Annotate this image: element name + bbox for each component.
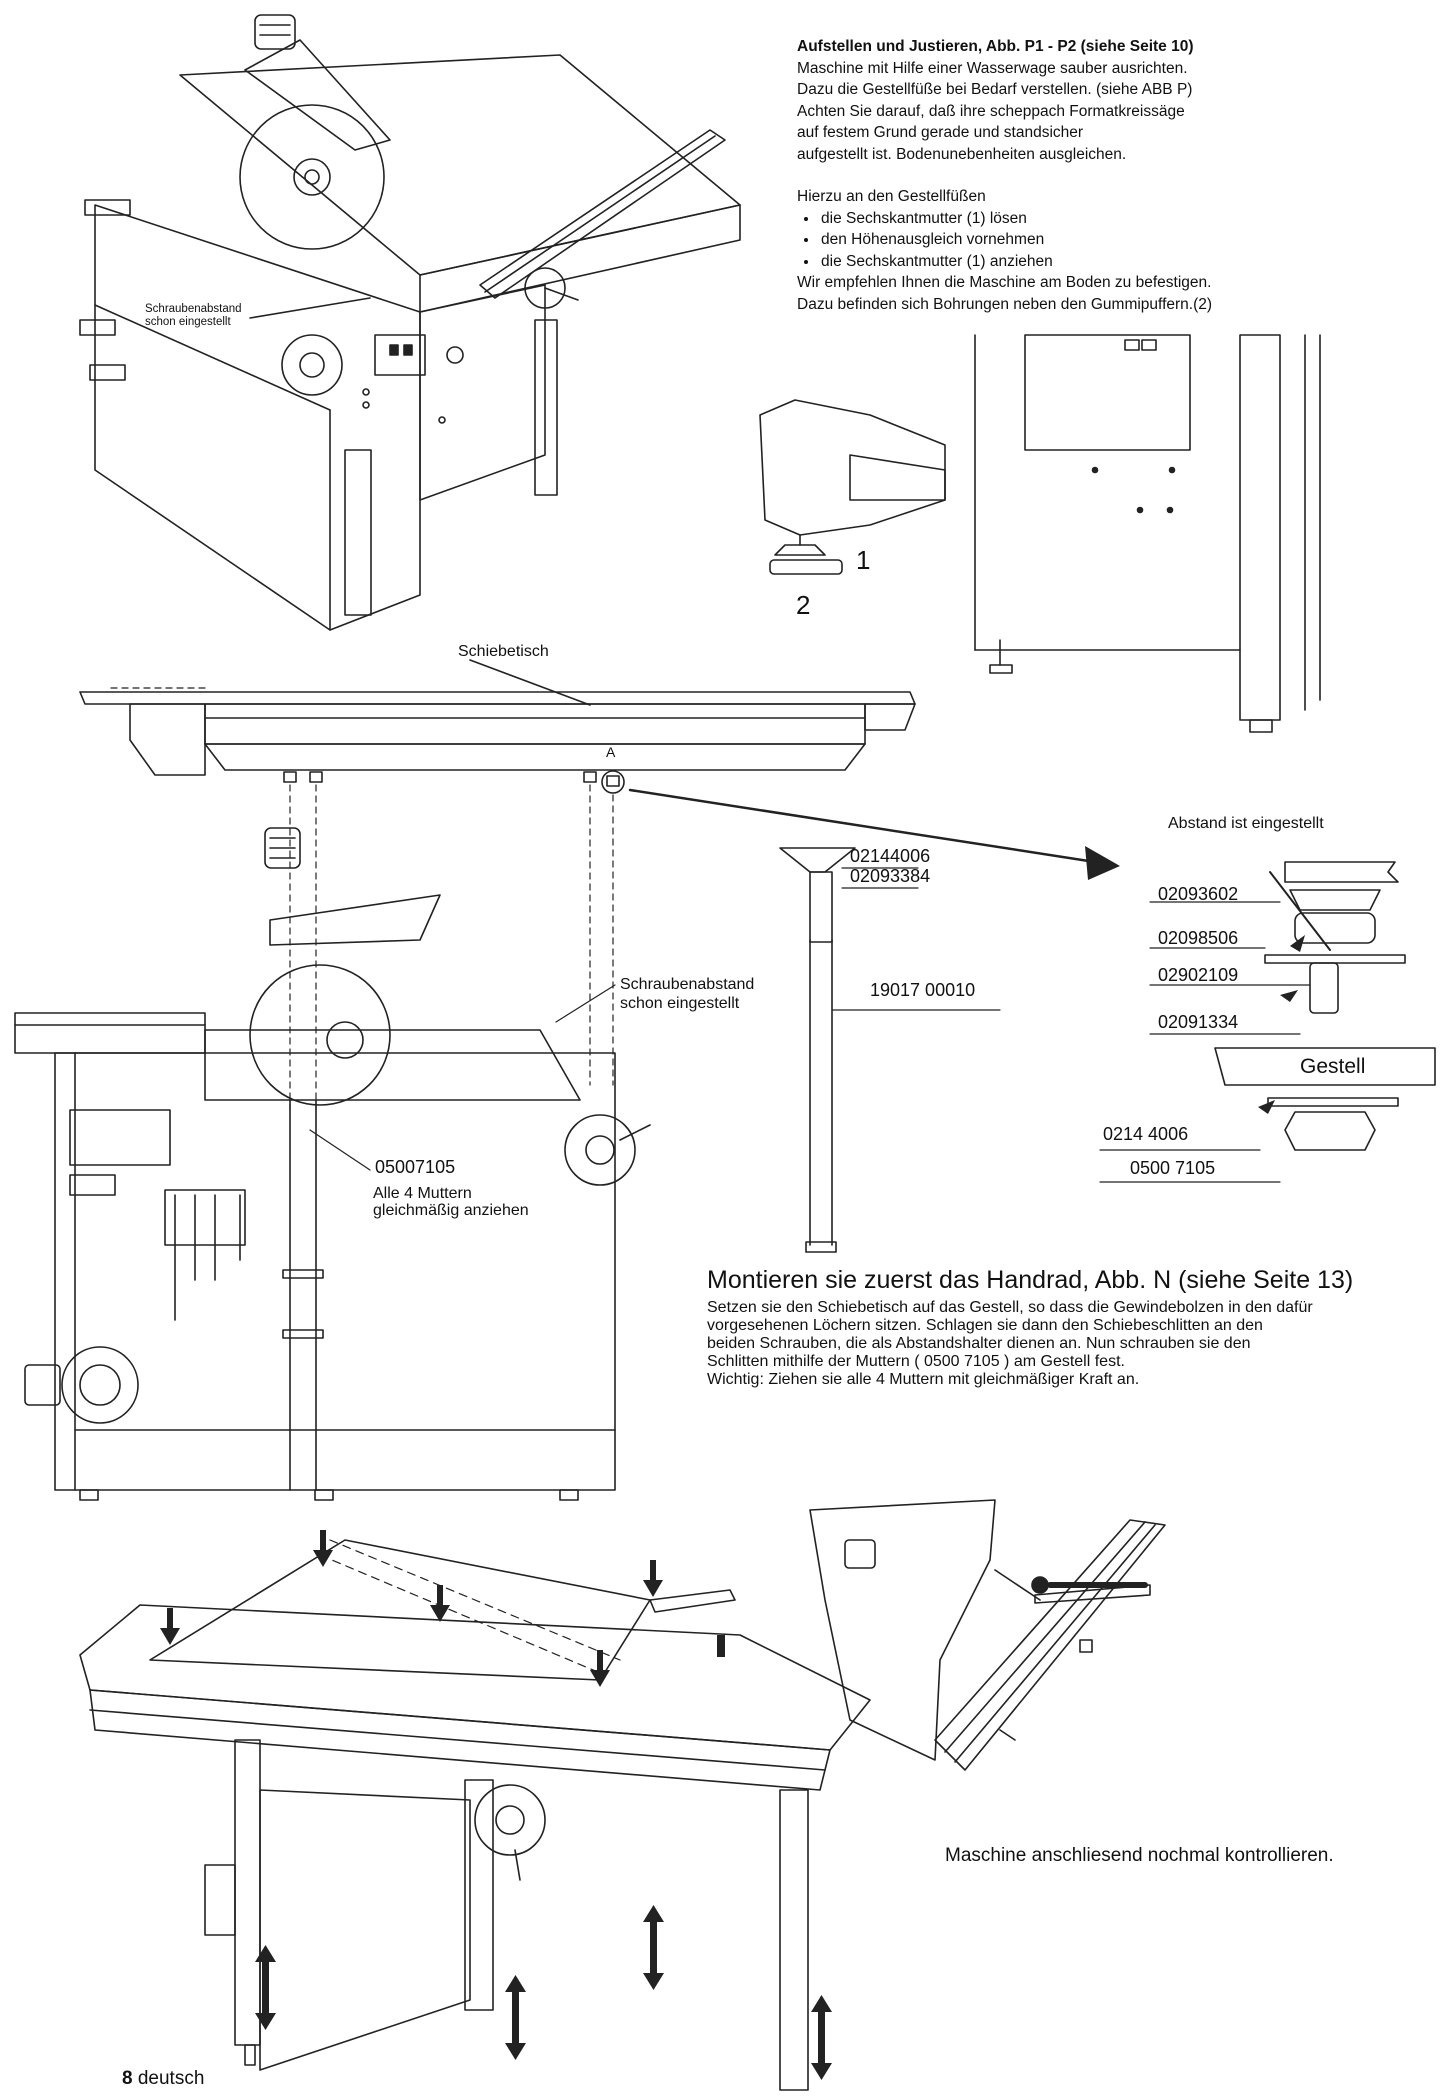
setup-line: Achten Sie darauf, daß ihre scheppach Fo… bbox=[797, 102, 1185, 120]
setup-line: Maschine mit Hilfe einer Wasserwage saub… bbox=[797, 59, 1188, 77]
sliding-table-label: Schiebetisch bbox=[458, 643, 549, 660]
machine-front-view-figure bbox=[14, 827, 651, 1501]
mount-line: vorgesehenen Löchern sitzen. Schlagen si… bbox=[707, 1317, 1263, 1334]
detail-part-number: 0214 4006 bbox=[1103, 1124, 1189, 1144]
detail-part-number: 02093602 bbox=[1158, 884, 1239, 904]
rail-detail-figure bbox=[809, 1499, 1166, 1771]
point-a-label: A bbox=[606, 744, 616, 760]
mount-line: Wichtig: Ziehen sie alle 4 Muttern mit g… bbox=[707, 1371, 1140, 1388]
setup-intro: Hierzu an den Gestellfüßen bbox=[797, 188, 986, 205]
nut-tightening-note: Alle 4 Muttern gleichmäßig anziehen bbox=[373, 1185, 529, 1219]
nut-tightening-note-line: gleichmäßig anziehen bbox=[373, 1202, 529, 1219]
setup-line: auf festem Grund gerade und standsicher bbox=[797, 124, 1084, 141]
nut-part-number: 05007105 bbox=[375, 1157, 456, 1177]
support-post-figure bbox=[779, 847, 1001, 1253]
post-part-number: 02144006 bbox=[850, 846, 931, 866]
sliding-table-figure bbox=[79, 659, 1120, 1116]
post-part-number: 19017 00010 bbox=[870, 980, 976, 1000]
detail-title: Abstand ist eingestellt bbox=[1168, 815, 1324, 832]
detail-part-number: 02091334 bbox=[1158, 1012, 1239, 1032]
overview-spacing-note-line: Schraubenabstand bbox=[145, 303, 242, 315]
foot-label-pad: 2 bbox=[796, 590, 811, 620]
nut-tightening-note-line: Alle 4 Muttern bbox=[373, 1185, 472, 1202]
page-language: deutsch bbox=[137, 2068, 205, 2089]
page-number: 8 bbox=[122, 2068, 133, 2089]
setup-step: die Sechskantmutter (1) lösen bbox=[819, 208, 1357, 230]
mount-line: beiden Schrauben, die als Abstandshalter… bbox=[707, 1335, 1251, 1352]
mount-line: Setzen sie den Schiebetisch auf das Gest… bbox=[707, 1299, 1313, 1316]
mount-heading: Montieren sie zuerst das Handrad, Abb. N… bbox=[707, 1266, 1354, 1294]
setup-step: die Sechskantmutter (1) anziehen bbox=[819, 251, 1357, 273]
detail-part-number: 02902109 bbox=[1158, 965, 1239, 985]
setup-step: den Höhenausgleich vornehmen bbox=[819, 229, 1357, 251]
post-part-number: 02093384 bbox=[850, 866, 931, 886]
setup-line: aufgestellt ist. Bodenunebenheiten ausgl… bbox=[797, 145, 1127, 163]
setup-steps: die Sechskantmutter (1) lösen den Höhena… bbox=[797, 208, 1357, 273]
setup-line: Dazu die Gestellfüße bei Bedarf verstell… bbox=[797, 81, 1193, 98]
fastener-detail-figure bbox=[1099, 861, 1436, 1183]
setup-closing-line: Dazu befinden sich Bohrungen neben den G… bbox=[797, 295, 1213, 313]
machine-assembly-figure bbox=[79, 1530, 871, 2091]
front-spacing-note-line: Schraubenabstand bbox=[620, 976, 755, 993]
setup-heading: Aufstellen und Justieren, Abb. P1 - P2 (… bbox=[797, 38, 1194, 55]
machine-overview-figure bbox=[79, 14, 741, 631]
setup-instructions: Aufstellen und Justieren, Abb. P1 - P2 (… bbox=[797, 36, 1357, 315]
mount-line: Schlitten mithilfe der Muttern ( 0500 71… bbox=[707, 1353, 1125, 1370]
detail-part-number: 02098506 bbox=[1158, 928, 1239, 948]
detail-part-number: 0500 7105 bbox=[1130, 1158, 1216, 1178]
overview-spacing-note: Schraubenabstand schon eingestellt bbox=[145, 303, 242, 329]
machine-side-view-figure bbox=[974, 334, 1321, 733]
front-spacing-note: Schraubenabstand schon eingestellt bbox=[620, 975, 754, 1013]
mount-instructions: Montieren sie zuerst das Handrad, Abb. N… bbox=[707, 1266, 1353, 1389]
setup-closing-line: Wir empfehlen Ihnen die Maschine am Bode… bbox=[797, 274, 1212, 291]
page-footer: 8 deutsch bbox=[122, 2068, 204, 2090]
final-check-note: Maschine anschliesend nochmal kontrollie… bbox=[945, 1845, 1334, 1866]
adjustable-foot-figure bbox=[759, 399, 946, 575]
frame-label: Gestell bbox=[1300, 1055, 1366, 1078]
foot-label-nut: 1 bbox=[856, 545, 871, 575]
overview-spacing-note-line: schon eingestellt bbox=[145, 316, 231, 328]
front-spacing-note-line: schon eingestellt bbox=[620, 995, 740, 1012]
